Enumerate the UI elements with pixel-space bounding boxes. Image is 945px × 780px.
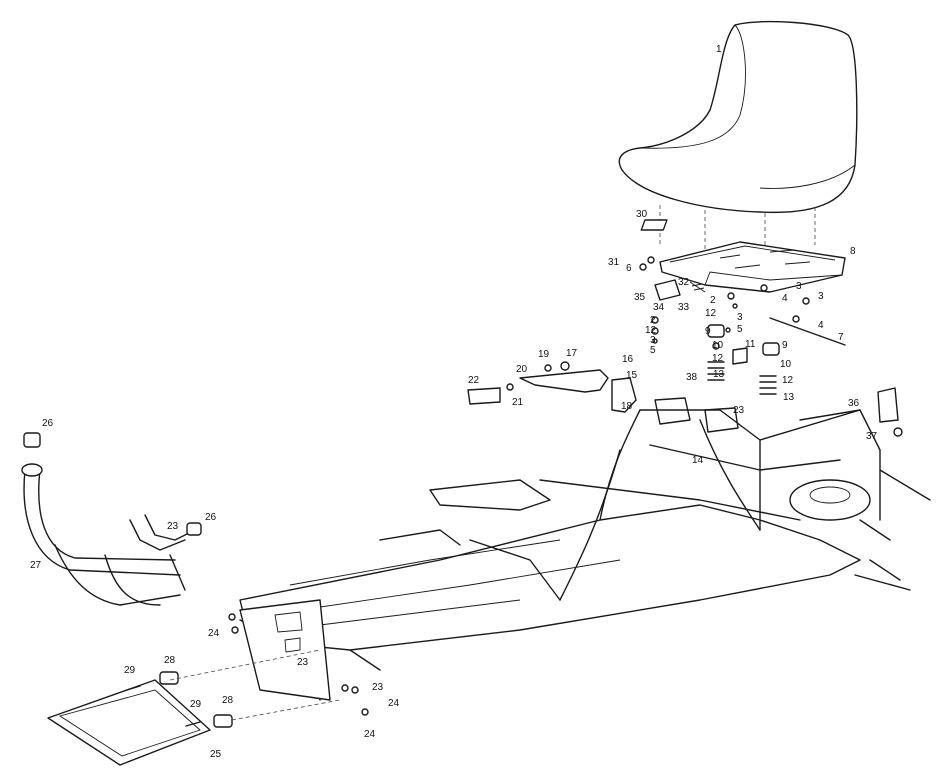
part-callout-label: 15 <box>626 370 638 381</box>
part-callout-label: 3 <box>796 281 802 292</box>
front-plate <box>228 599 369 716</box>
part-callout-label: 2 <box>710 295 716 306</box>
part-callout-label: 35 <box>634 292 646 303</box>
part-callout-label: 14 <box>692 455 704 466</box>
main-frame <box>239 409 931 701</box>
seat <box>618 20 858 214</box>
part-callout-label: 3 <box>650 335 656 346</box>
part-callout-label: 3 <box>737 312 743 323</box>
part-callout-label: 28 <box>164 655 176 666</box>
seat-springs <box>651 284 810 395</box>
part-callout-label: 16 <box>622 354 634 365</box>
seat-rod <box>769 317 846 346</box>
part-callout-label: 2 <box>650 315 656 326</box>
front-mount-parts <box>467 361 739 433</box>
part-callout-label: 5 <box>737 324 743 335</box>
part-callout-label: 23 <box>733 405 745 416</box>
part-callout-label: 29 <box>190 699 202 710</box>
part-callout-label: 23 <box>372 682 384 693</box>
part-callout-label: 4 <box>782 293 788 304</box>
part-callout-label: 27 <box>30 560 42 571</box>
part-callout-label: 20 <box>516 364 528 375</box>
part-callout-label: 24 <box>208 628 220 639</box>
part-callout-label: 17 <box>566 348 578 359</box>
part-callout-label: 13 <box>713 369 725 380</box>
part-callout-label: 5 <box>650 345 656 356</box>
part-callout-label: 30 <box>636 209 648 220</box>
part-callout-label: 13 <box>783 392 795 403</box>
part-callout-label: 22 <box>468 375 480 386</box>
part-callout-label: 12 <box>782 375 794 386</box>
part-callout-label: 19 <box>538 349 550 360</box>
part-callout-label: 10 <box>712 340 724 351</box>
part-callout-label: 32 <box>678 277 690 288</box>
part-callout-label: 36 <box>848 398 860 409</box>
part-callout-label: 38 <box>686 372 698 383</box>
part-callout-label: 11 <box>745 339 756 350</box>
part-callout-label: 10 <box>780 359 792 370</box>
part-callout-label: 12 <box>712 353 724 364</box>
part-callout-label: 26 <box>205 512 217 523</box>
part-callout-label: 18 <box>621 401 633 412</box>
part-callout-label: 9 <box>705 326 711 337</box>
decal <box>640 219 668 231</box>
part-callout-label: 34 <box>653 302 665 313</box>
rear-bracket <box>877 387 903 437</box>
part-callout-label: 24 <box>388 698 400 709</box>
part-callout-label: 25 <box>210 749 222 760</box>
part-callout-label: 26 <box>42 418 54 429</box>
part-callout-label: 31 <box>608 257 620 268</box>
part-callout-label: 12 <box>705 308 717 319</box>
part-callout-label: 23 <box>167 521 179 532</box>
part-callout-label: 28 <box>222 695 234 706</box>
part-callout-label: 29 <box>124 665 136 676</box>
part-callout-label: 6 <box>626 263 632 274</box>
seat-adjuster <box>639 256 706 301</box>
part-callout-label: 9 <box>782 340 788 351</box>
part-callout-label: 3 <box>818 291 824 302</box>
part-callout-label: 8 <box>850 246 856 257</box>
part-callout-label: 21 <box>512 397 524 408</box>
part-callout-label: 1 <box>716 44 722 55</box>
seat-pan <box>659 241 846 293</box>
part-callout-label: 33 <box>678 302 690 313</box>
part-callout-label: 7 <box>838 332 844 343</box>
part-callout-label: 24 <box>364 729 376 740</box>
part-callout-label: 23 <box>297 657 309 668</box>
part-callout-label: 12 <box>645 325 657 336</box>
front-bumper <box>21 432 202 606</box>
foot-plate <box>47 671 233 766</box>
part-callout-label: 37 <box>866 431 878 442</box>
part-callout-label: 4 <box>818 320 824 331</box>
